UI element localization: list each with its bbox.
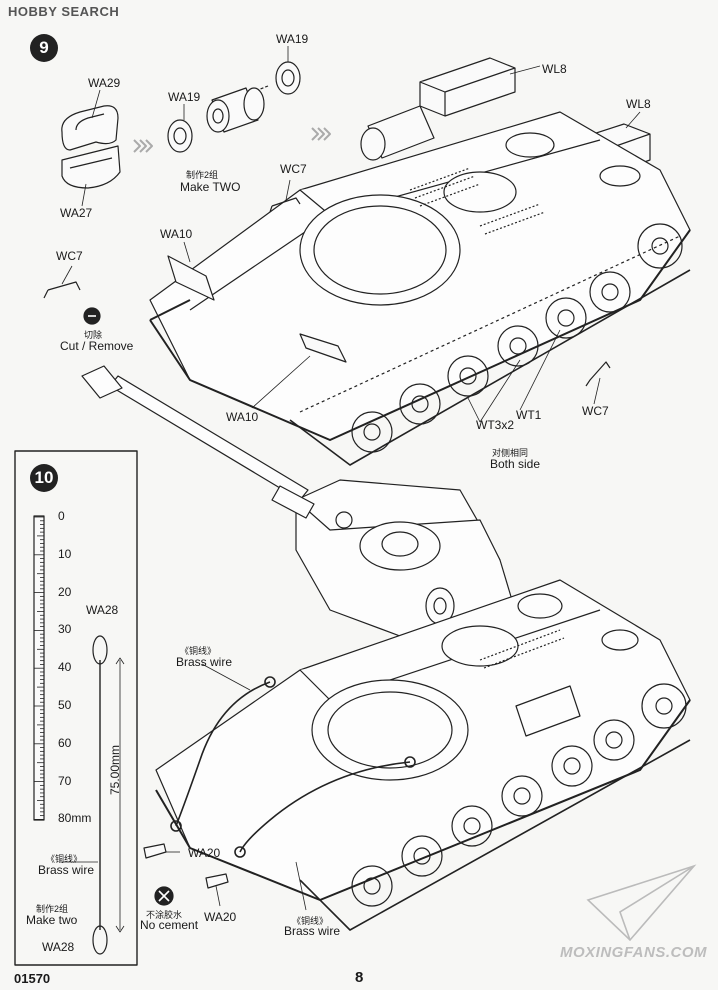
label-wa20-b: WA20 [204, 910, 237, 924]
hobby-search-logo: HOBBY SEARCH [8, 4, 120, 19]
turret [295, 479, 513, 637]
label-wa19-a: WA19 [168, 90, 201, 104]
step10-track [155, 699, 691, 931]
label-make-two-cn-10: 制作2组 [36, 904, 69, 914]
step10-badge: 10 [30, 464, 58, 492]
label-wl8-a: WL8 [542, 62, 567, 76]
ruler-tick-label: 60 [58, 735, 72, 750]
label-both-side-cn: 对侧相同 [492, 448, 529, 458]
step10-frame [14, 450, 138, 966]
wa19-parts [167, 61, 301, 153]
label-wa19-b: WA19 [276, 32, 309, 46]
label-brass-wire-cn-bottom: 《铜线》 [292, 916, 329, 926]
label-wa27: WA27 [60, 206, 93, 220]
ruler-tick-label: 20 [58, 584, 72, 599]
label-wc7-left: WC7 [56, 249, 83, 263]
label-both-side: Both side [490, 457, 541, 471]
label-brass-wire-left: Brass wire [38, 863, 95, 877]
ruler-tick-label: 0 [58, 509, 65, 523]
gun-barrel [81, 365, 315, 519]
no-cement-icon [154, 886, 174, 906]
label-wc7-right: WC7 [582, 404, 609, 418]
wa28-wire [92, 635, 125, 955]
ruler-tick-label: 30 [58, 622, 72, 637]
tow-cables [170, 676, 416, 858]
label-wa29: WA29 [88, 76, 121, 90]
watermark-text: MOXINGFANS.COM [560, 944, 708, 961]
label-wl8-b: WL8 [626, 97, 651, 111]
label-brass-wire-cn-top: 《铜线》 [180, 646, 217, 656]
ruler-tick-label: 10 [58, 546, 72, 561]
label-cut-remove: Cut / Remove [60, 339, 134, 353]
wc7-clips [43, 197, 611, 387]
wa10-parts [167, 255, 347, 363]
cut-symbol [83, 307, 101, 325]
label-length: 75.00mm [108, 744, 122, 795]
label-brass-wire-top: Brass wire [176, 655, 233, 669]
label-wa28-bottom: WA28 [42, 940, 75, 954]
watermark-plane [586, 864, 697, 942]
ruler-tick-label: 70 [58, 773, 72, 788]
label-wa10-bottom: WA10 [226, 410, 259, 424]
label-make-two-cn: 制作2组 [186, 170, 219, 180]
label-wa28-top: WA28 [86, 603, 119, 617]
label-wc7-top: WC7 [280, 162, 307, 176]
ruler-tick-label: 50 [58, 698, 72, 712]
wa29-part [61, 105, 119, 151]
label-no-cement: No cement [140, 918, 199, 932]
wa20-hooks [143, 843, 229, 889]
ruler-tick-label: 80mm [58, 811, 92, 826]
label-wa20-a: WA20 [188, 846, 221, 860]
page-number: 8 [355, 969, 364, 986]
label-make-two: Make TWO [180, 180, 241, 194]
step9-badge: 9 [30, 34, 58, 62]
wa27-part [61, 145, 121, 189]
step10-road-wheels [351, 683, 687, 907]
label-wt3x2: WT3x2 [476, 418, 515, 432]
ruler-tick-label: 40 [58, 660, 72, 675]
step9-hull [149, 111, 691, 441]
step9-road-wheels [351, 223, 683, 453]
label-wt1: WT1 [516, 408, 542, 422]
label-brass-wire-bottom: Brass wire [284, 924, 341, 938]
label-no-cement-cn: 不涂胶水 [146, 910, 183, 920]
product-code: 01570 [14, 971, 51, 986]
label-wa10-top: WA10 [160, 227, 193, 241]
label-make-two-10: Make two [26, 913, 78, 927]
step10-hull [155, 579, 691, 901]
label-cut-cn: 切除 [84, 330, 103, 340]
label-brass-wire-cn-left: 《铜线》 [46, 854, 83, 864]
